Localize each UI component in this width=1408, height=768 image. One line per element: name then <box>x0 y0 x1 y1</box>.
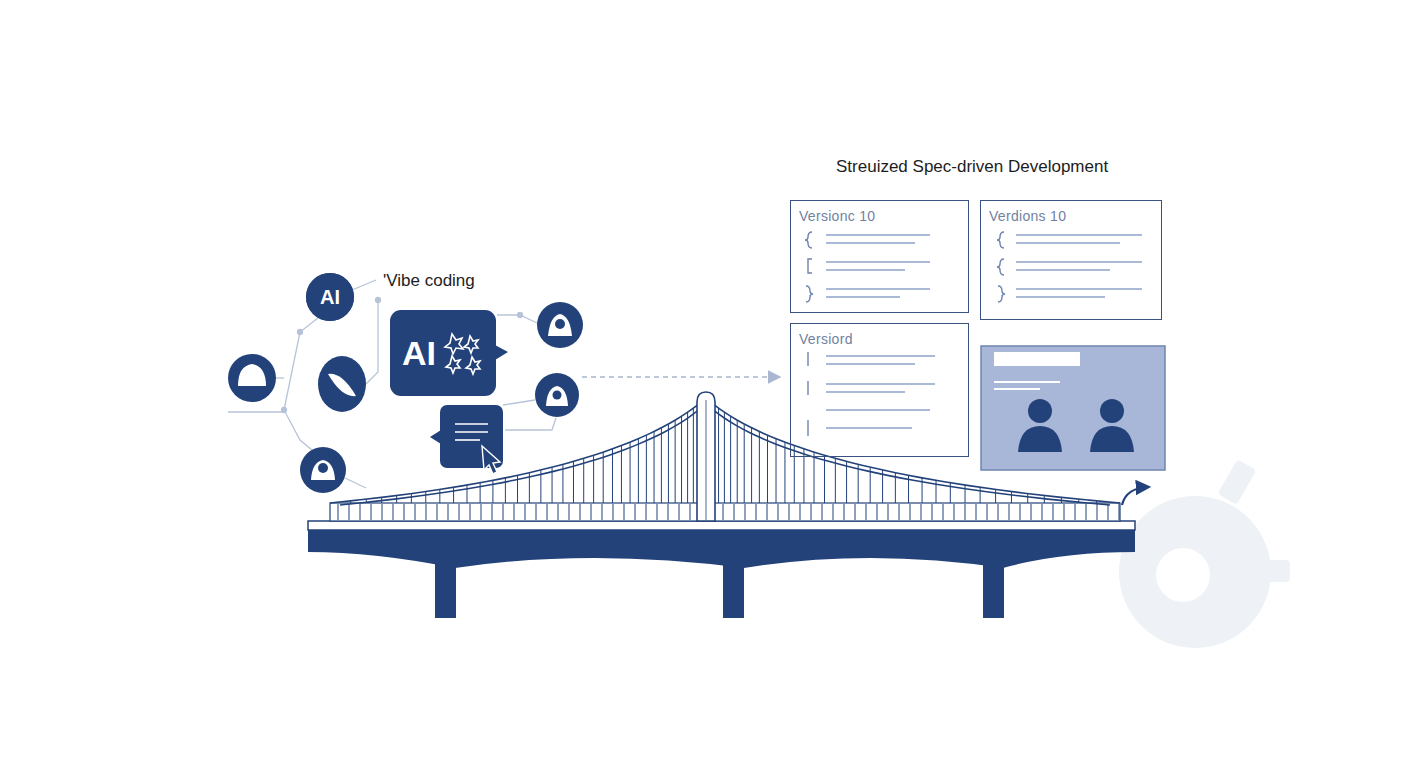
ai-circle: AI <box>306 273 354 321</box>
icon-circles <box>228 273 583 493</box>
gear-watermark <box>1119 459 1290 648</box>
panel-heading: Versiord <box>799 331 960 347</box>
bridge <box>308 392 1135 618</box>
ai-label: AI <box>402 334 436 373</box>
dashed-arrow <box>582 376 780 378</box>
small-arrow <box>1122 487 1148 505</box>
diagram-title: Streuized Spec-driven Development <box>836 157 1108 177</box>
ai-label: AI <box>320 286 340 309</box>
version-panel: Versiord <box>790 323 969 457</box>
ai-speech-box <box>390 310 508 396</box>
panel-heading: Versionc 10 <box>799 208 960 224</box>
version-panel: Versionc 10 <box>790 200 969 313</box>
ai-box: AI <box>390 310 496 396</box>
network-lines <box>228 280 556 488</box>
section-label: 'Vibe coding <box>383 271 475 291</box>
chat-bubble-icon <box>430 405 503 474</box>
panel-heading: Verdions 10 <box>989 208 1153 224</box>
version-panel: Verdions 10 <box>980 200 1162 320</box>
people-panel <box>981 346 1165 470</box>
